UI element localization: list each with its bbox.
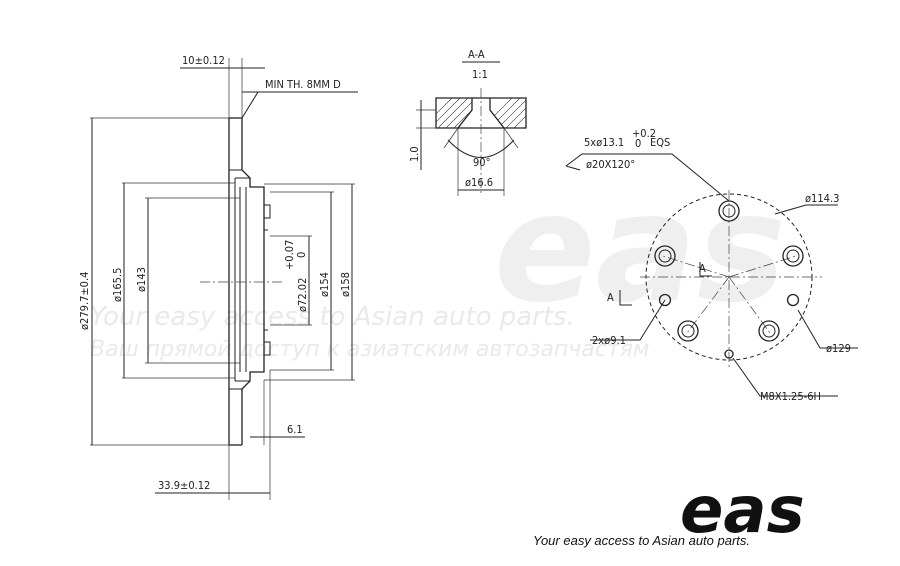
min-thickness-label: MIN TH. 8MM D <box>265 78 341 91</box>
section-aa <box>416 61 527 196</box>
dia-overall-label: ø279.7±0.4 <box>78 272 91 330</box>
small-hole <box>658 293 672 307</box>
dia-143-label: ø143 <box>135 267 148 292</box>
bolt-hole <box>654 245 676 267</box>
thickness-top-label: 10±0.12 <box>182 54 225 67</box>
section-depth: 1.0 <box>408 146 421 162</box>
holes-tol-upper: +0.2 <box>632 127 656 140</box>
thread-label: M8X1.25-6H <box>760 390 821 403</box>
watermark-line2: Ваш прямой доступ к азиатским автозапчас… <box>90 337 649 362</box>
watermark-line1: Your easy access to Asian auto parts. <box>90 302 575 332</box>
pcd-outer-label: ø129 <box>826 342 851 355</box>
bolt-hole <box>677 320 699 342</box>
thread-hole <box>724 349 734 359</box>
pcd-label: ø114.3 <box>805 192 839 205</box>
small-holes-label: 2xø9.1 <box>592 334 626 347</box>
bolt-hole <box>758 320 780 342</box>
dia-72-label: ø72.02 <box>296 278 309 312</box>
dia-72-tol-lower: 0 <box>295 252 308 258</box>
small-hole <box>786 293 800 307</box>
dia-158-label: ø158 <box>339 272 352 297</box>
brand-logo: eas <box>680 474 805 548</box>
section-mark-a1: A <box>607 291 614 304</box>
holes-eqs: EQS <box>650 136 670 149</box>
countersink-label: ø20X120° <box>586 158 635 171</box>
section-aa-labels: A-A 1:1 1.0 90° ø16.6 <box>408 48 493 189</box>
section-angle: 90° <box>473 156 491 169</box>
section-scale: 1:1 <box>472 68 488 81</box>
front-view <box>565 153 858 397</box>
section-dia: ø16.6 <box>465 176 493 189</box>
watermark-logo: eas <box>494 162 786 336</box>
holes-tol-lower: 0 <box>635 137 641 150</box>
section-mark-a2: A <box>699 262 706 275</box>
section-title: A-A <box>468 48 485 61</box>
total-height-label: 33.9±0.12 <box>158 479 210 492</box>
brand-tagline: Your easy access to Asian auto parts. <box>533 533 751 548</box>
side-view <box>90 58 358 500</box>
side-view-labels: 10±0.12 MIN TH. 8MM D ø279.7±0.4 ø165.5 … <box>78 54 352 492</box>
bolt-hole <box>782 245 804 267</box>
offset-61-label: 6.1 <box>287 423 303 436</box>
watermark: eas Your easy access to Asian auto parts… <box>90 162 786 362</box>
front-view-labels: 5xø13.1 +0.2 0 EQS ø20X120° ø114.3 ø129 … <box>584 127 851 403</box>
brand-logo-text: eas <box>680 474 805 548</box>
holes-label: 5xø13.1 <box>584 136 624 149</box>
dia-72-tol-upper: +0.07 <box>283 240 296 270</box>
dia-154-label: ø154 <box>318 272 331 297</box>
dia-165-label: ø165.5 <box>111 268 124 302</box>
